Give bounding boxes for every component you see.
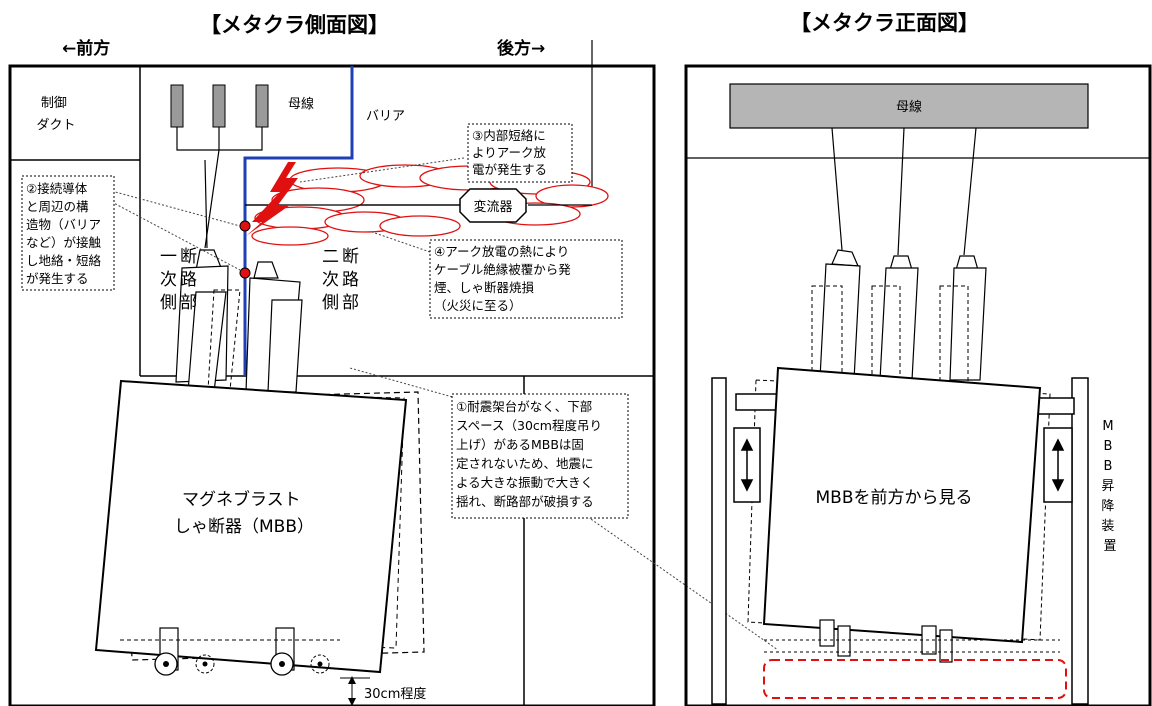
primary-side-disconnect-label: 一 次 側 断 路 部 [160, 247, 202, 313]
front-busbar [729, 83, 1089, 129]
front-view: 母線 [684, 64, 1152, 706]
side-view-title: 【メタクラ側面図】 [200, 13, 389, 37]
note-box-4: ④アーク放電の熱により ケーブル絶縁被覆から発 煙、しゃ断器焼損 （火災に至る） [429, 239, 623, 319]
front-cabinet-frame [684, 64, 1152, 706]
note-box-2: ②接続導体 と周辺の構 造物（バリア など）が接触 し地絡・短絡 が発生する [21, 175, 115, 291]
front-breaker-label: MBBを前方から見る [816, 488, 973, 508]
secondary-side-disconnect-label: 二 次 側 断 路 部 [322, 247, 364, 313]
lift-height-label: 30cm程度 [364, 686, 426, 702]
side-busbars [170, 84, 269, 249]
disconnect-arms [175, 159, 303, 397]
mbb-lift-device-label: M B B 昇 降 装 置 [1101, 419, 1118, 554]
note-box-1: ①耐震架台がなく、下部 スペース（30cm程度吊り 上げ）があるMBBは固 定さ… [451, 393, 629, 519]
barrier [243, 66, 354, 376]
front-direction-label: ←前方 [62, 38, 110, 59]
front-breaker-body [762, 366, 1042, 644]
lift-height-dimension: 30cm程度 [340, 676, 426, 706]
side-busbar-label: 母線 [288, 96, 314, 112]
svg-text:③内部短絡に よりアーク放: ③内部短絡に よりアーク放 電が発生する [472, 128, 550, 177]
rear-direction-label: 後方→ [497, 38, 545, 59]
mbb-lift-device [711, 377, 1089, 705]
note-box-3: ③内部短絡に よりアーク放 電が発生する [467, 123, 573, 183]
lift-space-highlight [763, 659, 1067, 699]
svg-text:②接続導体 と周辺の構 造物: ②接続導体 と周辺の構 造物（バリア など）が接触 し地絡・短絡 が発生する [26, 181, 105, 286]
barrier-label: バリア [366, 109, 405, 124]
side-view: 制御 ダクト 母線 バリア [8, 40, 779, 706]
side-cabinet-frame [8, 64, 656, 706]
arc-flash-upper [246, 162, 298, 236]
front-busbar-label: 母線 [896, 99, 922, 115]
smoke-cloud [251, 164, 609, 246]
current-transformer-label: 変流器 [473, 199, 512, 215]
front-view-title: 【メタクラ正面図】 [790, 11, 979, 35]
control-duct-label: 制御 ダクト [36, 96, 75, 133]
breaker-wheels [120, 627, 340, 676]
svg-text:①耐震架台がなく、下部 スペース（30cm程: ①耐震架台がなく、下部 スペース（30cm程度吊り 上げ）があるMBBは固 定さ… [456, 399, 606, 509]
current-transformer [459, 188, 527, 223]
contact-point-lower [239, 267, 251, 279]
svg-text:④アーク放電の熱により ケーブル絶縁被覆から: ④アーク放電の熱により ケーブル絶縁被覆から発 煙、しゃ断器焼損 （火災に至る） [434, 244, 575, 313]
breaker-body [94, 379, 408, 674]
contact-point-upper [239, 220, 251, 232]
breaker-label: マグネブラスト しゃ断器（MBB） [174, 489, 314, 537]
